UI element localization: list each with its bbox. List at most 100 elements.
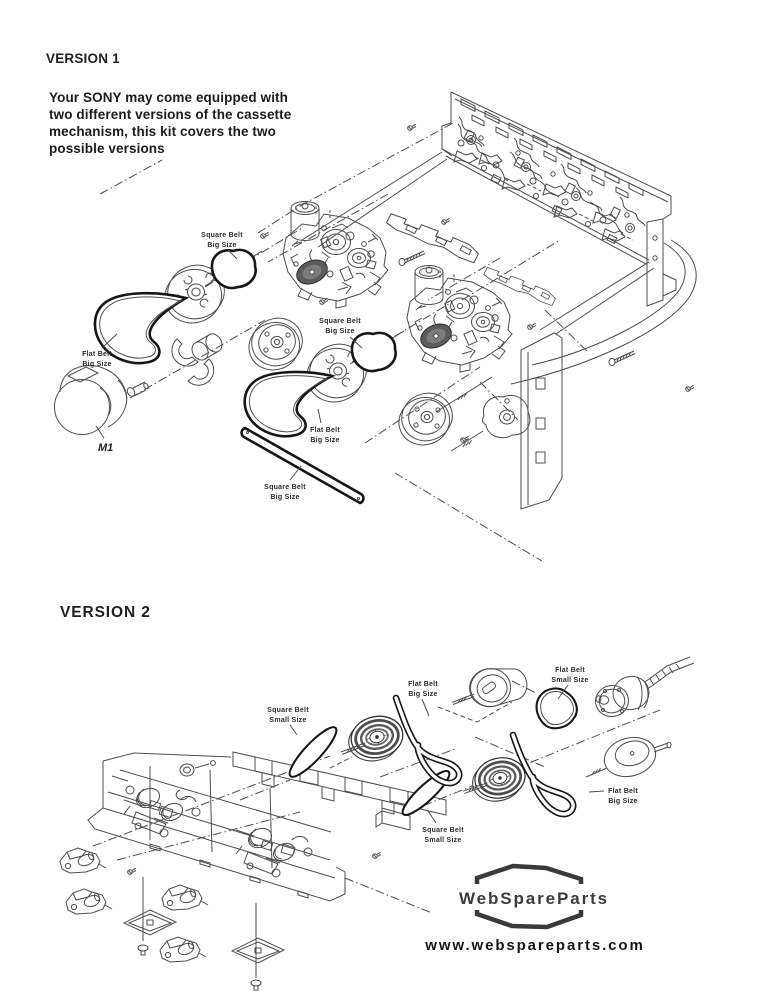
roller-assembly [161, 884, 209, 911]
v1-motor-m1 [54, 365, 149, 439]
label-text: Flat Belt [608, 788, 638, 795]
version2-drawing: Square Belt Small Size Flat Belt Big Siz… [59, 656, 695, 991]
v1-long-screw [398, 250, 426, 267]
v2-motor [595, 656, 695, 718]
label-text: Flat Belt [310, 427, 340, 434]
leader-line [349, 336, 363, 349]
v1-mech-assembly-left [282, 201, 389, 309]
label-square-belt-top: Square Belt Big Size [201, 232, 243, 260]
intro-line: Your SONY may come equipped with [49, 90, 288, 105]
v1-pulley-right [391, 385, 460, 453]
v2-chassis [87, 751, 447, 978]
label-flat-belt-mid: Flat Belt Big Size [310, 408, 340, 444]
leader-line [289, 465, 302, 481]
label-text: Square Belt [422, 827, 464, 834]
screw [372, 851, 382, 859]
label-text: Big Size [270, 494, 299, 501]
label-text: Big Size [207, 242, 236, 249]
leader-line [421, 698, 430, 717]
label-text: Big Size [310, 437, 339, 444]
v2-square-belt-small-left-part [288, 726, 338, 778]
version1-heading: VERSION 1 [46, 51, 120, 66]
screw [260, 231, 270, 239]
v1-panel-interior-detail [453, 116, 646, 242]
website-url: www.webspareparts.com [424, 937, 644, 954]
intro-paragraph: Your SONY may come equipped with two dif… [49, 90, 292, 156]
v1-pulley-mid [241, 310, 310, 378]
screw [319, 297, 329, 305]
v2-exploded-parts [59, 847, 382, 991]
screw [460, 435, 470, 443]
label-square-belt-mid: Square Belt Big Size [319, 318, 363, 349]
label-text: Small Size [424, 837, 461, 844]
v1-flat-belt-left-part [93, 291, 190, 365]
vertical-screw [137, 944, 149, 956]
label-square-belt-long: Square Belt Big Size [264, 465, 306, 501]
v2-flywheel-dark [340, 710, 409, 767]
v2-flat-belt-small-part [535, 687, 578, 730]
label-text: Square Belt [201, 232, 243, 239]
screw [685, 384, 695, 392]
label-text: Big Size [325, 328, 354, 335]
label-square-belt-small-bottom: Square Belt Small Size [422, 810, 464, 844]
label-flat-belt-left: Flat Belt Big Size [82, 333, 118, 368]
screw [527, 322, 537, 330]
label-flat-belt-big-right: Flat Belt Big Size [588, 788, 638, 805]
v1-clamp [171, 333, 223, 386]
leader-line [102, 333, 118, 348]
v1-chassis-panel [301, 91, 697, 510]
intro-line: possible versions [49, 141, 165, 156]
label-text: Flat Belt [82, 351, 112, 358]
roller-assembly [59, 847, 107, 874]
v2-flat-belt-big-top-part [392, 694, 463, 787]
label-text: Flat Belt [408, 681, 438, 688]
v1-square-belt-top-part [210, 248, 257, 290]
leader-line [427, 810, 437, 824]
v1-screws [260, 123, 695, 443]
v1-square-belt-long-part [240, 426, 365, 505]
label-flat-belt-small: Flat Belt Small Size [551, 667, 588, 700]
v1-bracket-strips [385, 206, 558, 311]
screw [441, 217, 451, 225]
v1-rotor [450, 395, 531, 452]
logo-text: WebSpareParts [459, 889, 609, 908]
v2-drum-top [451, 668, 528, 708]
v1-belts [93, 248, 397, 505]
label-motor-m1: M1 [98, 442, 113, 454]
intro-line: two different versions of the cassette [49, 107, 292, 122]
v1-square-belt-mid-part [350, 331, 397, 373]
leader-line [289, 724, 298, 736]
label-text: Square Belt [319, 318, 361, 325]
leader-line [317, 408, 322, 424]
logo-text-mask [459, 884, 609, 910]
v2-disc-pulley [585, 736, 672, 778]
v2-labels: Square Belt Small Size Flat Belt Big Siz… [267, 667, 638, 844]
intro-line: mechanism, this kit covers the two [49, 124, 276, 139]
label-text: Square Belt [267, 707, 309, 714]
bracket-strip [482, 261, 558, 311]
screw [127, 867, 137, 875]
leader-line [227, 249, 238, 260]
v2-dash-marks [329, 701, 513, 769]
v1-labels: Square Belt Big Size Square Belt Big Siz… [82, 232, 363, 501]
label-text: Flat Belt [555, 667, 585, 674]
v1-long-screw-2 [608, 350, 636, 367]
version1-drawing: Square Belt Big Size Square Belt Big Siz… [54, 91, 697, 562]
vertical-screw [250, 979, 262, 991]
leader-line [588, 790, 605, 793]
square-plate [231, 937, 285, 964]
label-text: Small Size [551, 677, 588, 684]
label-text: Square Belt [264, 484, 306, 491]
ringed-pulley [342, 710, 409, 767]
v2-belts [288, 687, 578, 818]
v2-flat-belt-big-right-part [509, 731, 577, 818]
label-text: Big Size [608, 798, 637, 805]
screw [407, 123, 417, 131]
label-text: Small Size [269, 717, 306, 724]
roller-assembly [65, 888, 113, 915]
v2-pulley-bottom [462, 751, 531, 808]
label-flat-belt-big-top: Flat Belt Big Size [408, 681, 438, 717]
version2-heading: VERSION 2 [60, 604, 151, 621]
